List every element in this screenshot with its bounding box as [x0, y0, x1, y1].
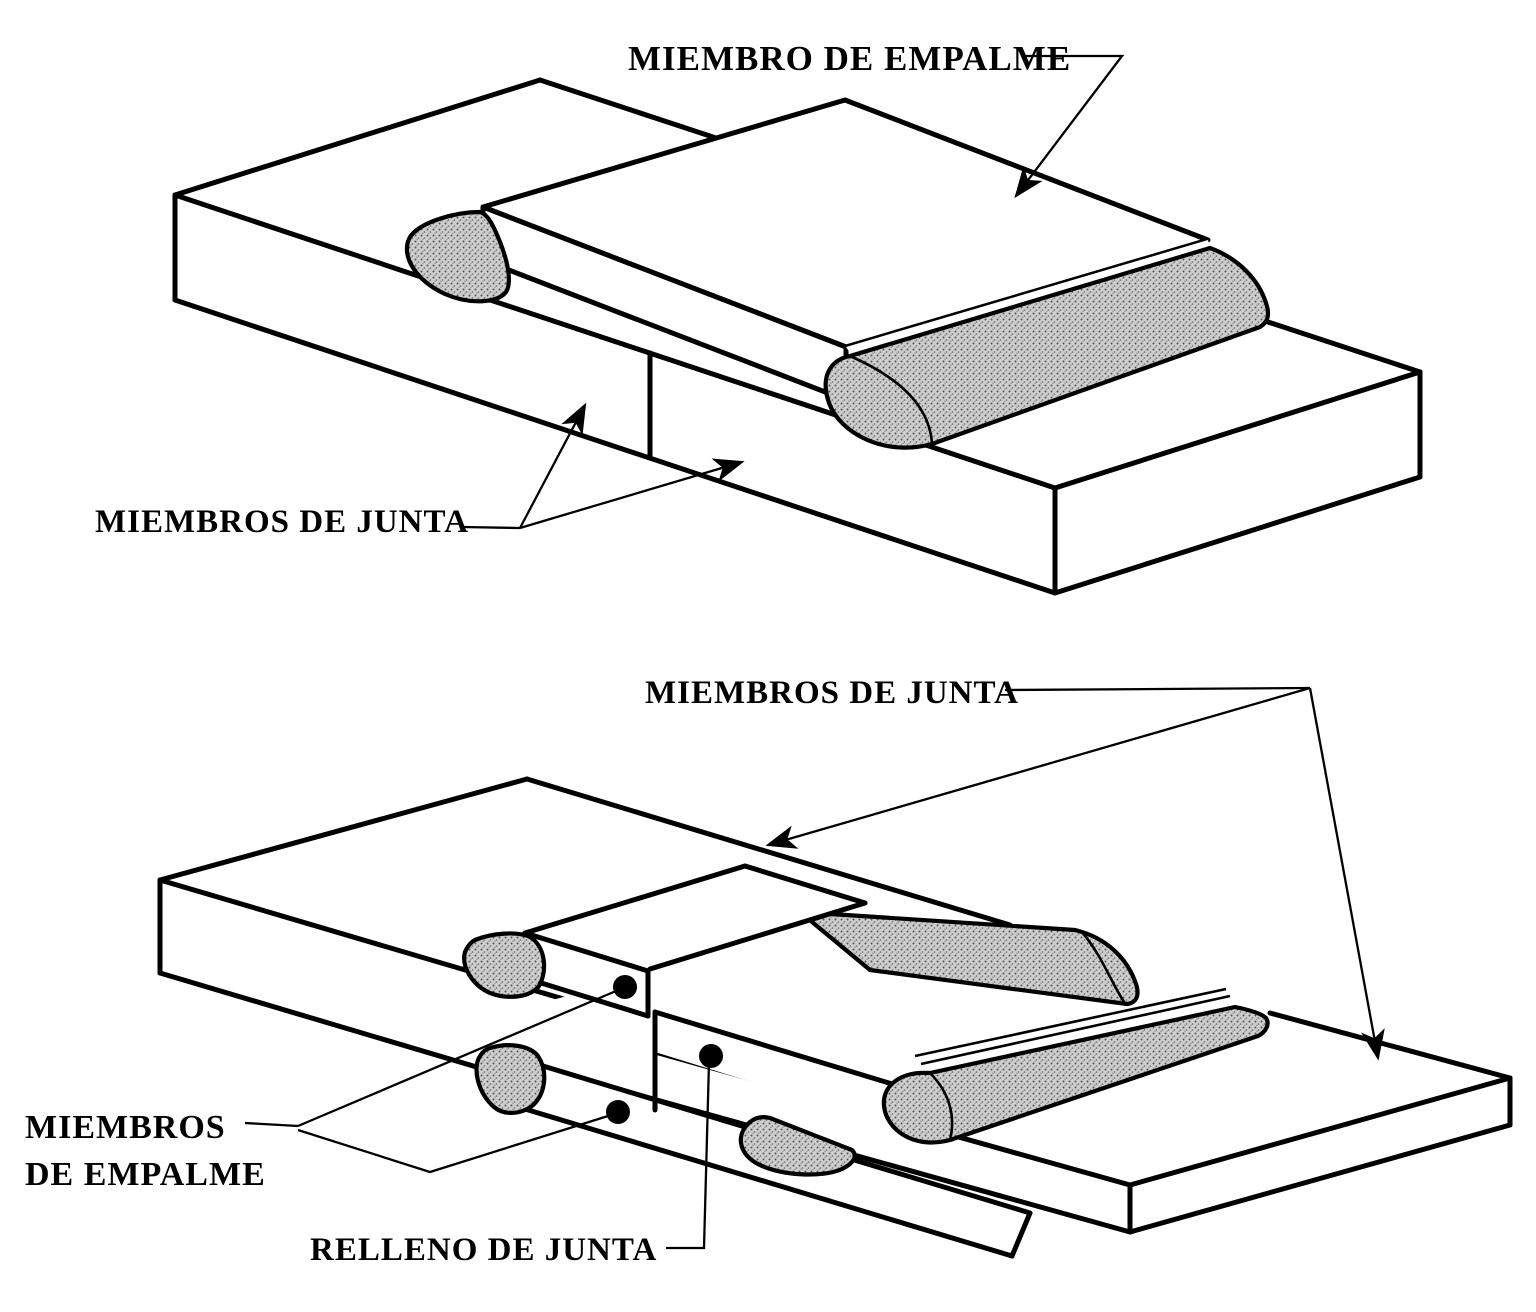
slab-top-left-edge	[172, 77, 543, 198]
figure-top: MIEMBRO DE EMPALME MIEMBROS DE JUNTA	[95, 39, 1423, 596]
joint-members-leader-stub	[461, 525, 521, 530]
left-plate-back-edge	[524, 776, 1013, 928]
joint-members-label-bottom-figure: MIEMBROS DE JUNTA	[645, 675, 1019, 711]
slab-front-face	[175, 195, 1055, 593]
slab-right-bottom-edge	[1052, 474, 1423, 596]
joint-members-label-top-figure: MIEMBROS DE JUNTA	[95, 504, 469, 540]
fillet-weld-left-bead	[404, 209, 511, 304]
joint-members-leader-left	[518, 402, 587, 529]
top-splice-left-edge	[522, 863, 748, 936]
fillet-weld-upper-long	[797, 909, 1140, 1007]
dot-bottom-splice	[606, 1100, 630, 1124]
splice-members-label-line1: MIEMBROS	[25, 1109, 226, 1146]
weld-bead-top-left	[462, 931, 547, 999]
weld-bead-bottom-left	[474, 1043, 547, 1115]
fillet-weld-end-cap-line	[849, 354, 934, 445]
splice-member-label: MIEMBRO DE EMPALME	[628, 39, 1071, 78]
splice-members-label-line2: DE EMPALME	[25, 1156, 266, 1193]
right-plate-front-face	[510, 1012, 1130, 1232]
upper-weld-end-cap-line	[1081, 931, 1126, 1003]
slab-back-edge-left-segment	[537, 77, 719, 141]
top-splice-front-bottom-edge	[522, 975, 651, 1019]
joint-filler-leader	[666, 1061, 711, 1250]
filler-bevel-line-2	[920, 994, 1231, 1066]
right-plate-right-bottom-edge	[1127, 1122, 1513, 1235]
right-plate-back-edge	[1267, 1010, 1513, 1081]
right-plate-right-face	[1130, 1078, 1510, 1232]
bottom-splice-right-edge	[1009, 1210, 1033, 1259]
dot-joint-filler	[699, 1044, 723, 1068]
weld-bead-bottom-right	[738, 1115, 857, 1177]
joint-members-leader-stub-bottom	[1004, 686, 1311, 692]
top-splice-right-edge	[647, 900, 868, 972]
joint-filler-label: RELLENO DE JUNTA	[310, 1232, 657, 1268]
slab-top-right-edge	[1052, 369, 1423, 491]
filler-front-face	[655, 1012, 945, 1142]
joint-members-leader-to-right-plate	[1308, 687, 1385, 1061]
filler-bevel-line-1	[914, 987, 1227, 1058]
left-plate-top-left-edge	[157, 776, 530, 883]
splice-member-plate	[480, 97, 1211, 403]
slab-front-bottom-edge	[172, 297, 1058, 596]
slab-right-face	[1055, 372, 1420, 593]
joint-members-leader-right	[519, 458, 745, 530]
fillet-weld-lower-long	[881, 1004, 1270, 1145]
figure-bottom: MIEMBROS DE JUNTA MIEMBROS DE EMPALME RE…	[25, 675, 1513, 1268]
right-plate-top-right-edge	[1127, 1075, 1513, 1188]
splice-bevel-strip	[846, 240, 1210, 356]
lower-weld-end-cap-line	[929, 1072, 954, 1141]
joint-members-leader-to-left-plate	[765, 686, 1311, 849]
bottom-splice-bottom-edge	[522, 1106, 1015, 1259]
splice-members-leader-to-top-dot	[297, 989, 617, 1128]
fillet-weld-long-bead	[823, 245, 1271, 450]
dot-top-splice	[613, 975, 637, 999]
splice-members-leader-to-bottom-dot	[297, 1114, 609, 1174]
top-splice-back-edge	[742, 863, 868, 906]
slab-back-edge-right-segment	[1265, 319, 1423, 375]
splice-members-leader-stub	[244, 1121, 299, 1128]
splice-member-leader	[1014, 54, 1125, 199]
top-splice-front-top-edge	[522, 930, 651, 974]
top-splice-top-face	[525, 866, 865, 971]
